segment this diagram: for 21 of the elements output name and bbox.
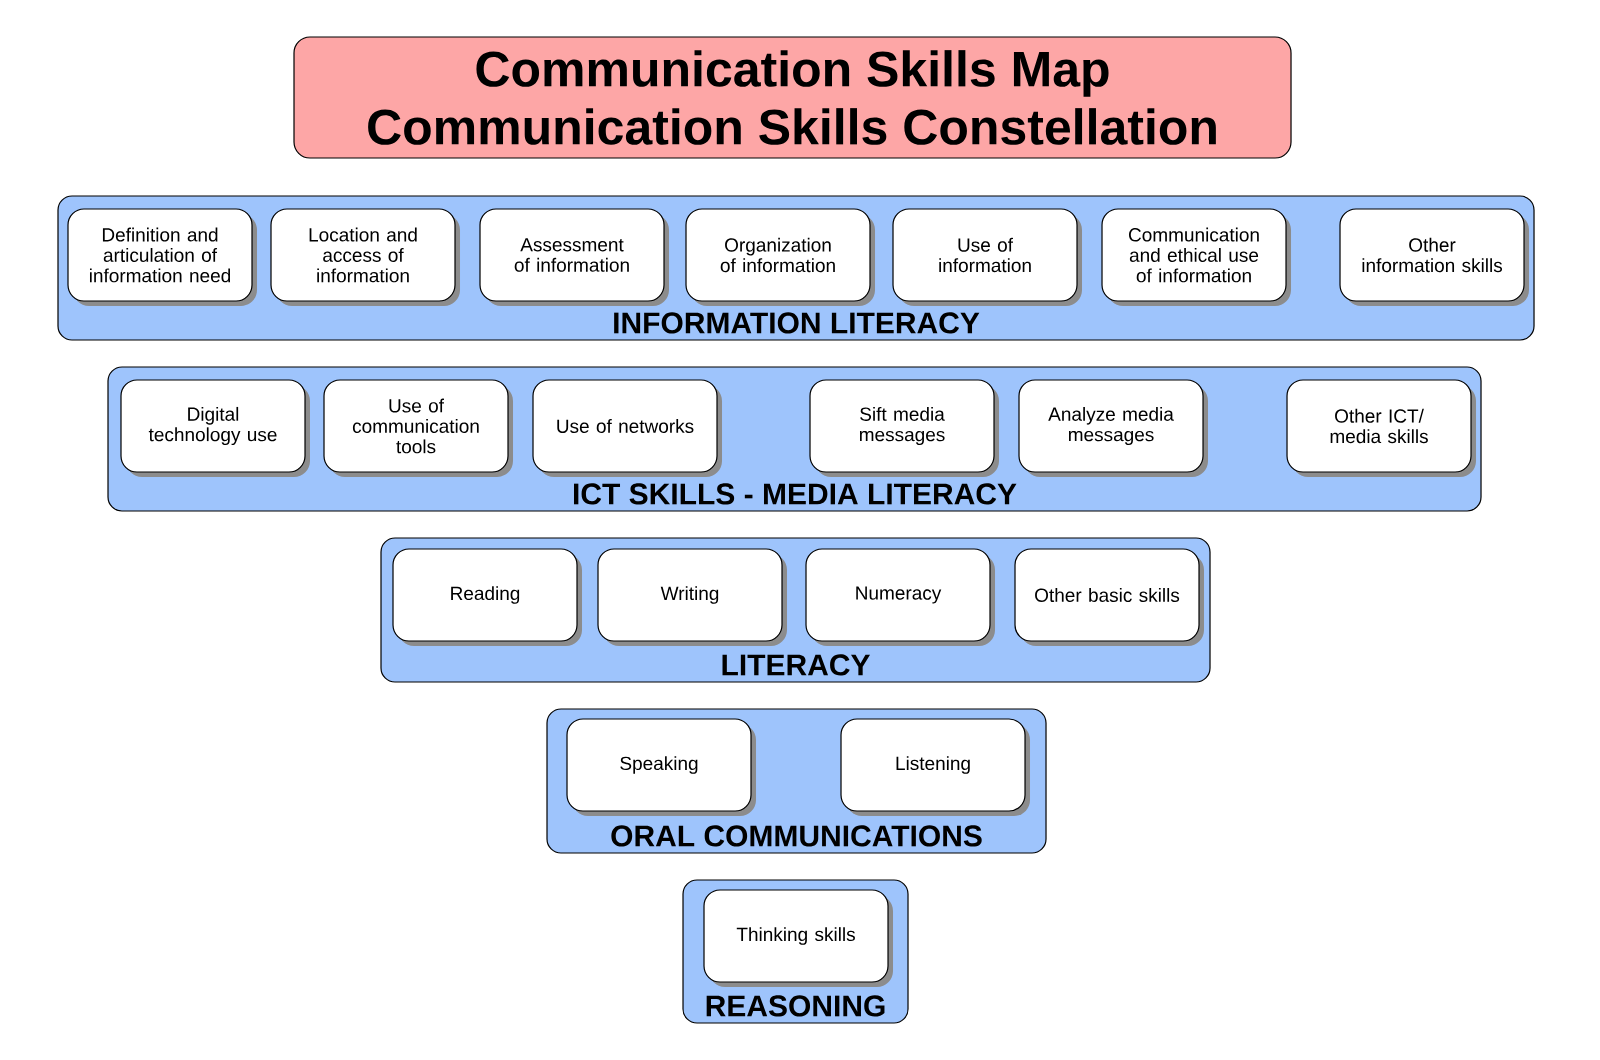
skill-box: Thinking skills [703, 889, 893, 987]
skill-box: Location and access of information [270, 208, 460, 306]
skill-box: Other basic skills [1014, 548, 1204, 646]
skill-box: Sift media messages [809, 379, 999, 477]
skill-box: Other information skills [1339, 208, 1529, 306]
skill-box: Definition and articulation of information need [67, 208, 257, 306]
title-box: Communication Skills Map Communication Skills Constellation [293, 36, 1292, 159]
skill-box: Speaking [566, 718, 756, 816]
skill-box: Other ICT/ media skills [1286, 379, 1476, 477]
skill-box: Use of networks [532, 379, 722, 477]
skill-box: Use of communication tools [323, 379, 513, 477]
skill-box: Numeracy [805, 548, 995, 646]
skill-box: Assessment of information [479, 208, 669, 306]
skill-box: Reading [392, 548, 582, 646]
skill-box: Use of information [892, 208, 1082, 306]
skill-box: Organization of information [685, 208, 875, 306]
skill-box: Listening [840, 718, 1030, 816]
skill-box: Digital technology use [120, 379, 310, 477]
skill-box: Analyze media messages [1018, 379, 1208, 477]
skill-box: Communication and ethical use of information [1101, 208, 1291, 306]
skill-box: Writing [597, 548, 787, 646]
